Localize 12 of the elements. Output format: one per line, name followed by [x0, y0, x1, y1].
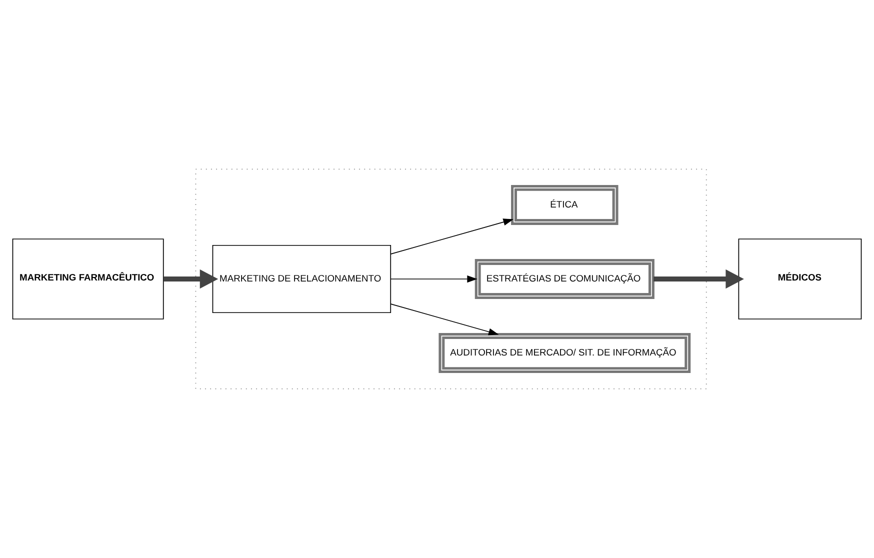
arrow — [390, 218, 514, 254]
arrow — [390, 275, 478, 283]
node-box: MARKETING FARMACÊUTICO — [12, 238, 164, 320]
node-box: ÉTICA — [511, 184, 618, 225]
node-box: MÉDICOS — [738, 238, 862, 320]
arrow — [164, 269, 218, 289]
node-box: MARKETING DE RELACIONAMENTO — [212, 244, 392, 314]
arrow — [654, 269, 744, 289]
arrow — [390, 304, 499, 336]
node-box: AUDITORIAS DE MERCADO/ SIT. DE INFORMAÇÃO — [438, 333, 691, 374]
cluster — [195, 168, 707, 390]
node-box: ESTRATÉGIAS DE COMUNICAÇÃO — [474, 259, 654, 299]
